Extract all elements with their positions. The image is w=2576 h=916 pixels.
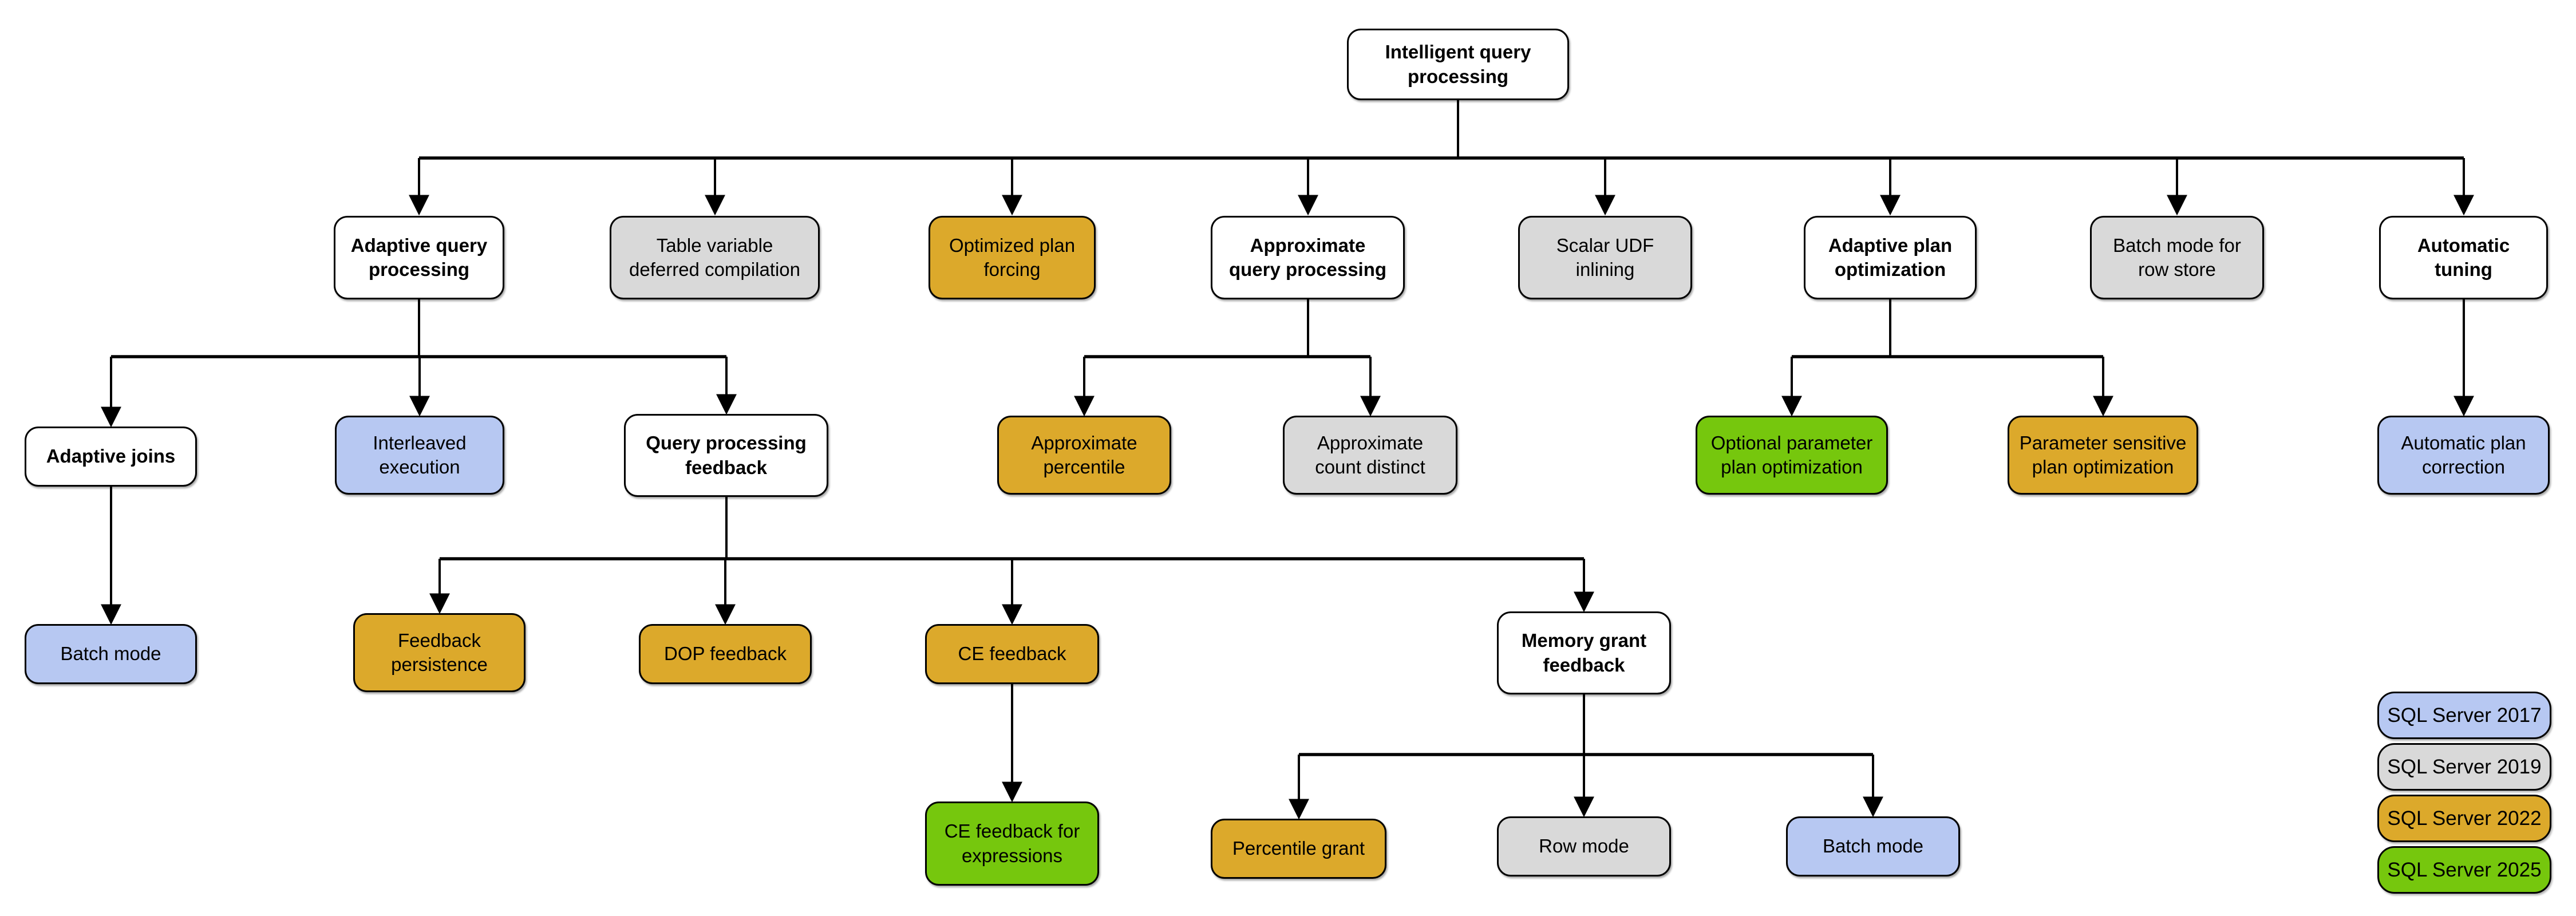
node-adaptive-joins: Adaptive joins: [25, 427, 197, 487]
node-percentile-grant: Percentile grant: [1211, 819, 1386, 879]
node-optional-parameter-plan-optimization: Optional parameter plan optimization: [1696, 416, 1888, 495]
node-approximate-count-distinct: Approximate count distinct: [1283, 416, 1457, 495]
node-parameter-sensitive-plan-optimization: Parameter sensitive plan optimization: [2008, 416, 2198, 495]
node-adaptive-query-processing: Adaptive query processing: [334, 216, 504, 299]
node-batch-mode-adaptive-joins: Batch mode: [25, 624, 197, 684]
legend-item-sql-server-2022: SQL Server 2022: [2377, 795, 2551, 842]
node-scalar-udf-inlining: Scalar UDF inlining: [1518, 216, 1692, 299]
node-automatic-plan-correction: Automatic plan correction: [2377, 416, 2550, 495]
legend-item-sql-server-2017: SQL Server 2017: [2377, 692, 2551, 739]
node-interleaved-execution: Interleaved execution: [335, 416, 504, 495]
node-ce-feedback: CE feedback: [925, 624, 1099, 684]
node-query-processing-feedback: Query processing feedback: [624, 414, 828, 497]
node-memory-grant-feedback: Memory grant feedback: [1497, 611, 1671, 694]
legend-item-sql-server-2019: SQL Server 2019: [2377, 743, 2551, 791]
node-row-mode: Row mode: [1497, 816, 1671, 876]
node-automatic-tuning: Automatic tuning: [2379, 216, 2548, 299]
node-ce-feedback-for-expressions: CE feedback for expressions: [925, 802, 1099, 886]
node-approximate-query-processing: Approximate query processing: [1211, 216, 1405, 299]
node-batch-mode-for-row-store: Batch mode for row store: [2090, 216, 2264, 299]
node-optimized-plan-forcing: Optimized plan forcing: [929, 216, 1096, 299]
node-feedback-persistence: Feedback persistence: [353, 613, 526, 692]
node-adaptive-plan-optimization: Adaptive plan optimization: [1804, 216, 1977, 299]
node-batch-mode-memory-grant: Batch mode: [1786, 816, 1960, 876]
node-approximate-percentile: Approximate percentile: [997, 416, 1171, 495]
node-table-variable-deferred-compilation: Table variable deferred compilation: [610, 216, 820, 299]
legend-item-sql-server-2025: SQL Server 2025: [2377, 846, 2551, 894]
node-dop-feedback: DOP feedback: [639, 624, 812, 684]
node-intelligent-query-processing: Intelligent query processing: [1347, 29, 1569, 100]
